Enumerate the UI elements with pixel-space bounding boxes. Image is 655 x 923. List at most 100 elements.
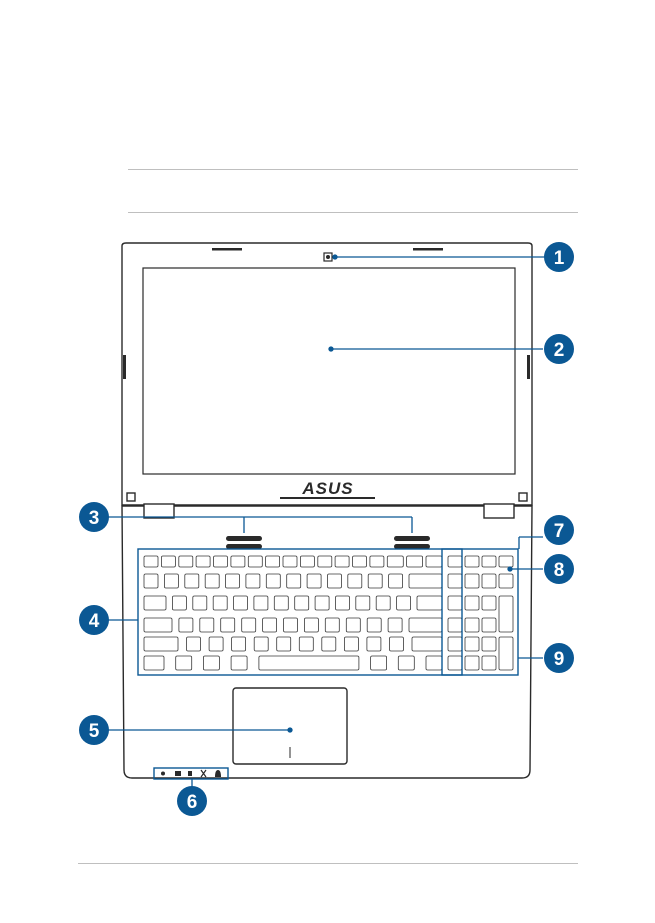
keyboard-key — [143, 636, 179, 652]
keyboard-key — [345, 617, 361, 633]
keypad-key — [498, 595, 514, 633]
touchpad — [232, 687, 348, 765]
callout-number: 6 — [187, 792, 198, 813]
keypad-key — [498, 636, 514, 671]
keypad-key — [481, 573, 497, 589]
keyboard-key — [230, 555, 246, 568]
keyboard-key — [143, 573, 159, 589]
keypad-key — [447, 636, 463, 652]
keypad-key — [481, 655, 497, 671]
keypad-key — [464, 595, 480, 611]
footer-rule — [78, 863, 578, 864]
keypad-key — [464, 636, 480, 652]
keypad-key — [464, 655, 480, 671]
keyboard-key — [253, 595, 269, 611]
keyboard-key — [171, 595, 187, 611]
keyboard-key — [343, 636, 359, 652]
keyboard-key — [355, 595, 371, 611]
keypad-key — [447, 595, 463, 611]
keyboard-key — [245, 573, 261, 589]
keyboard-key — [347, 573, 363, 589]
laptop-base — [121, 503, 533, 779]
keyboard-key — [225, 573, 240, 589]
keypad-key — [481, 555, 497, 568]
keypad-key — [447, 573, 463, 589]
callout-9: 9 — [544, 643, 574, 673]
keypad-key — [481, 617, 497, 633]
keyboard-key — [230, 655, 248, 671]
keypad-key — [447, 555, 463, 568]
keyboard-key — [220, 617, 236, 633]
keyboard-key — [213, 555, 228, 568]
callout-number: 9 — [554, 649, 565, 670]
battery-indicator-icon — [175, 771, 181, 776]
keyboard-key — [321, 636, 337, 652]
keypad-key — [481, 636, 497, 652]
callout-3: 3 — [79, 502, 109, 532]
keyboard-key — [262, 617, 278, 633]
keyboard-key — [212, 595, 228, 611]
keyboard-key — [299, 555, 315, 568]
leader-lines — [108, 254, 545, 787]
keyboard-key — [282, 555, 298, 568]
top-rule-2 — [128, 212, 578, 213]
keyboard-key — [294, 595, 310, 611]
keyboard-key — [324, 617, 340, 633]
keyboard-key — [276, 636, 292, 652]
keypad-key — [464, 617, 480, 633]
keypad-key — [481, 595, 497, 611]
callout-number: 8 — [554, 560, 565, 581]
power-indicator-icon — [161, 771, 165, 776]
keyboard-key — [335, 595, 350, 611]
callout-7: 7 — [544, 515, 574, 545]
keyboard-key — [233, 595, 248, 611]
status-indicators — [153, 767, 229, 780]
keyboard-key — [425, 555, 443, 568]
camera-icon — [323, 252, 333, 262]
keyboard-key — [327, 573, 342, 589]
lock-indicator-icon — [215, 770, 221, 777]
region-highlights — [137, 548, 519, 676]
keyboard-key — [411, 636, 443, 652]
keyboard-key — [406, 555, 424, 568]
keyboard-key — [303, 617, 319, 633]
keyboard-key — [352, 555, 367, 568]
keypad-key — [447, 617, 463, 633]
callout-2: 2 — [544, 334, 574, 364]
keyboard-key — [192, 595, 208, 611]
keyboard-key — [247, 555, 263, 568]
keyboard-key — [298, 636, 314, 652]
keyboard-key — [258, 655, 360, 671]
callout-number: 4 — [89, 611, 100, 632]
keyboard-key — [397, 655, 415, 671]
keyboard-key — [265, 573, 281, 589]
keypad-key — [447, 655, 463, 671]
keypad-key — [464, 573, 480, 589]
keyboard-key — [208, 636, 224, 652]
keyboard-key — [396, 595, 412, 611]
keyboard-key — [265, 555, 281, 568]
callout-4: 4 — [79, 605, 109, 635]
keyboard-key — [160, 555, 176, 568]
keyboard-key — [386, 555, 404, 568]
display-lid — [121, 242, 533, 506]
speaker-grills — [226, 536, 430, 549]
keyboard-key — [286, 573, 302, 589]
keyboard-key — [388, 573, 404, 589]
callout-number: 2 — [554, 340, 565, 361]
keypad-key — [464, 555, 480, 568]
callout-1: 1 — [544, 242, 574, 272]
keyboard-key — [314, 595, 330, 611]
keyboard-key — [178, 617, 194, 633]
keyboard-key — [178, 555, 194, 568]
keyboard-key — [163, 573, 179, 589]
brand-underline — [280, 497, 375, 499]
keyboard-key — [184, 573, 200, 589]
keyboard-key — [306, 573, 322, 589]
keyboard-key — [195, 555, 211, 568]
keyboard-key — [143, 595, 167, 611]
keyboard-key — [408, 617, 443, 633]
keyboard-key — [175, 655, 193, 671]
display-screen — [142, 267, 516, 475]
